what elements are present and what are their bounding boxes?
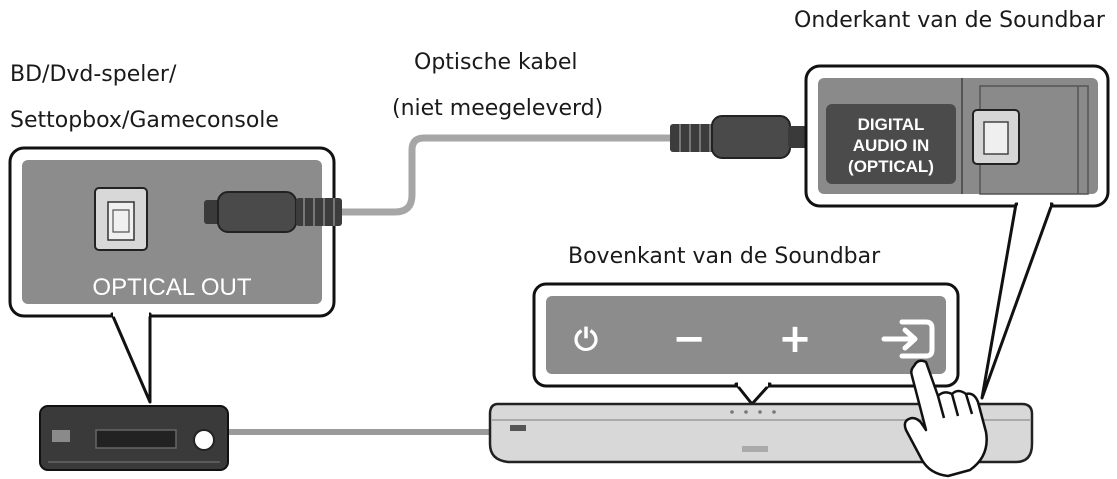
minus-icon[interactable]: − xyxy=(672,316,706,362)
cable-label-line2: (niet meegeleverd) xyxy=(392,96,604,121)
source-device-label-line1: BD/Dvd-speler/ xyxy=(10,62,177,87)
source-optical-plug xyxy=(204,191,342,233)
source-device xyxy=(39,405,229,471)
plus-icon[interactable]: + xyxy=(778,316,812,362)
power-icon[interactable]: ⏻ xyxy=(574,323,598,358)
soundbar-top-label: Bovenkant van de Soundbar xyxy=(568,244,881,269)
cable-label-line1: Optische kabel xyxy=(414,50,578,75)
optical-out-label: OPTICAL OUT xyxy=(92,274,251,301)
source-input-icon[interactable] xyxy=(881,319,935,359)
optical-in-port xyxy=(972,109,1020,165)
soundbar-top-callout xyxy=(532,282,960,406)
soundbar-bottom-callout xyxy=(804,64,1110,400)
soundbar-optical-plug xyxy=(670,115,808,159)
optical-out-port xyxy=(94,187,148,251)
digital-audio-in-label-line2: AUDIO IN xyxy=(853,136,930,155)
digital-audio-in-label-line1: DIGITAL xyxy=(858,115,925,134)
hand-pointer-icon xyxy=(903,359,988,478)
source-device-label-line2: Settopbox/Gameconsole xyxy=(10,108,279,133)
soundbar-bottom-label: Onderkant van de Soundbar xyxy=(794,8,1105,33)
optical-cable xyxy=(340,134,678,216)
digital-audio-in-label-line3: (OPTICAL) xyxy=(848,157,934,176)
